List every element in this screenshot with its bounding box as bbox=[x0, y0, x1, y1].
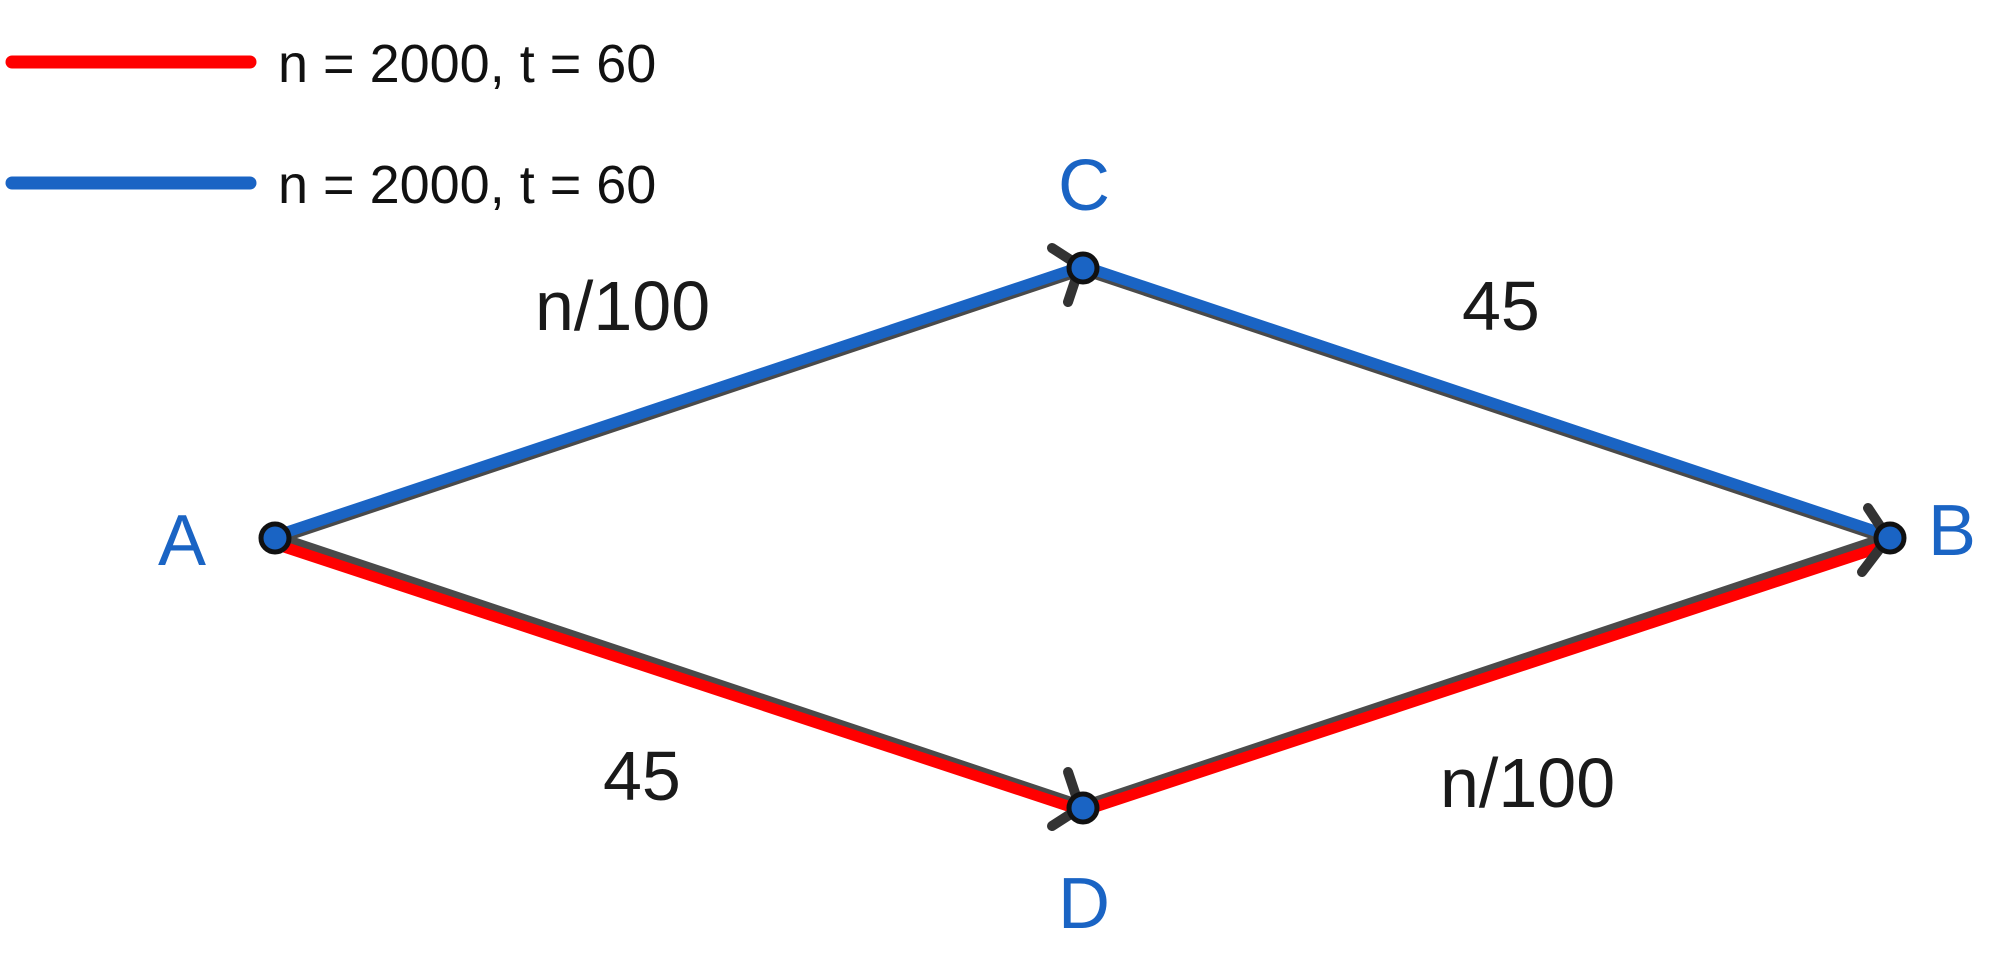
edge-labels: n/100 45 45 n/100 bbox=[535, 267, 1615, 822]
nodes bbox=[258, 251, 1907, 825]
node-labels: A B C D bbox=[158, 146, 1976, 944]
edge-label-d-b: n/100 bbox=[1440, 744, 1615, 822]
node-b-dot-icon bbox=[1873, 521, 1907, 555]
edge-label-c-b: 45 bbox=[1462, 267, 1540, 345]
edge-c-b bbox=[1077, 260, 1896, 542]
legend-label-blue: n = 2000, t = 60 bbox=[278, 155, 656, 215]
node-c-dot-icon bbox=[1066, 251, 1100, 285]
node-d-dot-icon bbox=[1066, 791, 1100, 825]
edges bbox=[268, 260, 1897, 817]
edge-d-b bbox=[1077, 538, 1896, 817]
legend: n = 2000, t = 60 n = 2000, t = 60 bbox=[5, 34, 656, 215]
node-a-dot-icon bbox=[258, 521, 292, 555]
edge-a-c bbox=[269, 260, 1089, 542]
edge-label-a-d: 45 bbox=[603, 737, 681, 815]
node-label-c: C bbox=[1058, 146, 1110, 226]
legend-item-blue: n = 2000, t = 60 bbox=[5, 155, 656, 215]
edge-a-d bbox=[269, 538, 1089, 817]
node-label-a: A bbox=[158, 501, 206, 581]
node-label-b: B bbox=[1928, 491, 1976, 571]
edge-label-a-c: n/100 bbox=[535, 267, 710, 345]
legend-label-red: n = 2000, t = 60 bbox=[278, 34, 656, 94]
node-label-d: D bbox=[1058, 864, 1110, 944]
legend-item-red: n = 2000, t = 60 bbox=[5, 34, 656, 94]
